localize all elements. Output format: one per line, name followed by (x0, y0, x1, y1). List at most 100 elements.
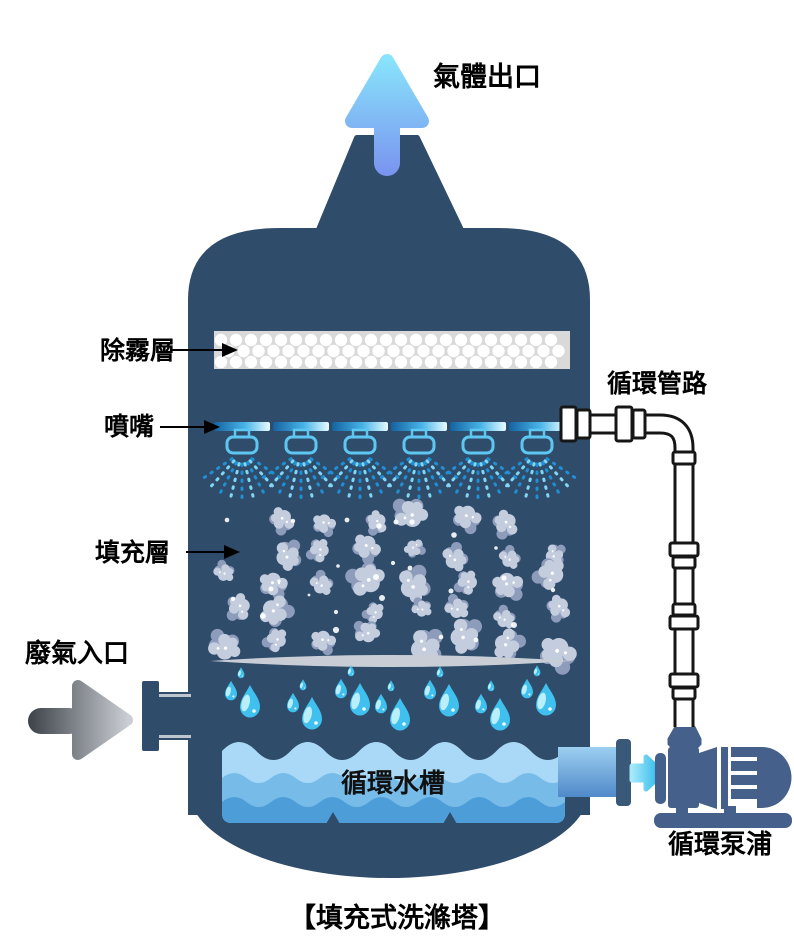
packing-speck (230, 596, 236, 602)
demister-dot (342, 344, 355, 358)
packing-speck (438, 634, 444, 640)
tank-outlet-pipe (558, 739, 631, 806)
demister-dot (214, 333, 228, 347)
spray-line (209, 459, 236, 488)
demister-dot (417, 344, 430, 358)
circulation-piping (559, 405, 700, 727)
pipe-couplings (559, 405, 700, 701)
packing-speck (290, 518, 296, 524)
demister-dot (514, 333, 528, 347)
water-tank-label: 循環水槽 (341, 769, 446, 799)
circulation-pump (654, 725, 792, 828)
packing-speck (344, 517, 350, 523)
demister-dot (244, 355, 258, 369)
spray-line (261, 457, 293, 480)
spray-line (302, 462, 314, 499)
demister-dot (379, 333, 393, 347)
spray-line (425, 459, 452, 488)
spray-header-segment (273, 422, 329, 431)
water-layer (222, 797, 565, 823)
demister-dot (214, 355, 228, 369)
demister-dot (229, 355, 243, 369)
packing-speck (511, 622, 517, 628)
packing-layer (201, 494, 584, 681)
spray-line (327, 459, 354, 488)
spray-line (307, 459, 334, 488)
packing-speck (376, 523, 382, 529)
packing-speck (277, 579, 281, 583)
spray-line (386, 459, 413, 488)
spray-line (218, 461, 238, 495)
demister-dot (439, 333, 453, 347)
spray-line (504, 459, 531, 488)
spray-line (347, 462, 359, 499)
demister-dot (507, 344, 520, 358)
demister-dot (447, 344, 460, 358)
spray-line (486, 457, 518, 480)
packing-speck (393, 519, 399, 525)
gas-outlet-arrow (345, 54, 429, 176)
demister-dot (334, 355, 348, 369)
nozzle-label: 噴嘴 (104, 412, 155, 441)
spray-line (309, 457, 341, 480)
demister-dot (252, 344, 265, 358)
demister-dot (334, 333, 348, 347)
spray-nozzle-assembly (202, 422, 577, 500)
spray-line (513, 461, 533, 495)
demister-dot (387, 344, 400, 358)
demister-dot (484, 333, 498, 347)
spray-line (420, 462, 432, 499)
spray-line (243, 462, 255, 499)
demister-dot (454, 333, 468, 347)
packing-speck (373, 574, 379, 580)
spray-line (277, 461, 297, 495)
spray-line (545, 457, 577, 480)
demister-dot (229, 333, 243, 347)
flow-arrow-to-pump (629, 754, 666, 792)
demister-dot (469, 355, 483, 369)
spray-line (368, 457, 400, 480)
inlet-stub (142, 681, 192, 751)
demister-dot (312, 344, 325, 358)
spray-line (395, 461, 415, 495)
demister-dot (274, 355, 288, 369)
demister-dot (492, 344, 505, 358)
demister-dot (267, 344, 280, 358)
diagram-title: 【填充式洗滌塔】 (289, 903, 505, 934)
spray-line (438, 457, 470, 480)
demister-dot (537, 344, 550, 358)
demister-dot (402, 344, 415, 358)
spray-line (268, 459, 295, 488)
support-plate (210, 655, 572, 667)
packing-speck (390, 560, 396, 566)
spray-line (454, 461, 474, 495)
spray-line (406, 462, 418, 499)
spray-line (320, 457, 352, 480)
spray-line (465, 462, 477, 499)
packing-speck (501, 575, 507, 581)
packing-label: 填充層 (95, 538, 171, 567)
spray-header-segment (214, 422, 270, 431)
spray-line (336, 461, 356, 495)
demister-dot (349, 333, 363, 347)
demister-dot (237, 344, 250, 358)
demister-dot (544, 355, 558, 369)
packing-speck (451, 532, 457, 538)
packing-speck (379, 595, 385, 601)
demister-dot (289, 355, 303, 369)
demister-dot (379, 355, 393, 369)
demister-dot (304, 355, 318, 369)
demister-dot (454, 355, 468, 369)
demister-dot (244, 333, 258, 347)
demister-dot (327, 344, 340, 358)
gas-inlet-arrow (28, 680, 133, 760)
demister-dot (364, 355, 378, 369)
spray-line (427, 457, 459, 480)
demister-dot (274, 333, 288, 347)
packing-speck (550, 587, 556, 593)
demister-dot (462, 344, 475, 358)
demister-dot (424, 355, 438, 369)
demister-dot (289, 333, 303, 347)
packing-speck (448, 588, 454, 594)
